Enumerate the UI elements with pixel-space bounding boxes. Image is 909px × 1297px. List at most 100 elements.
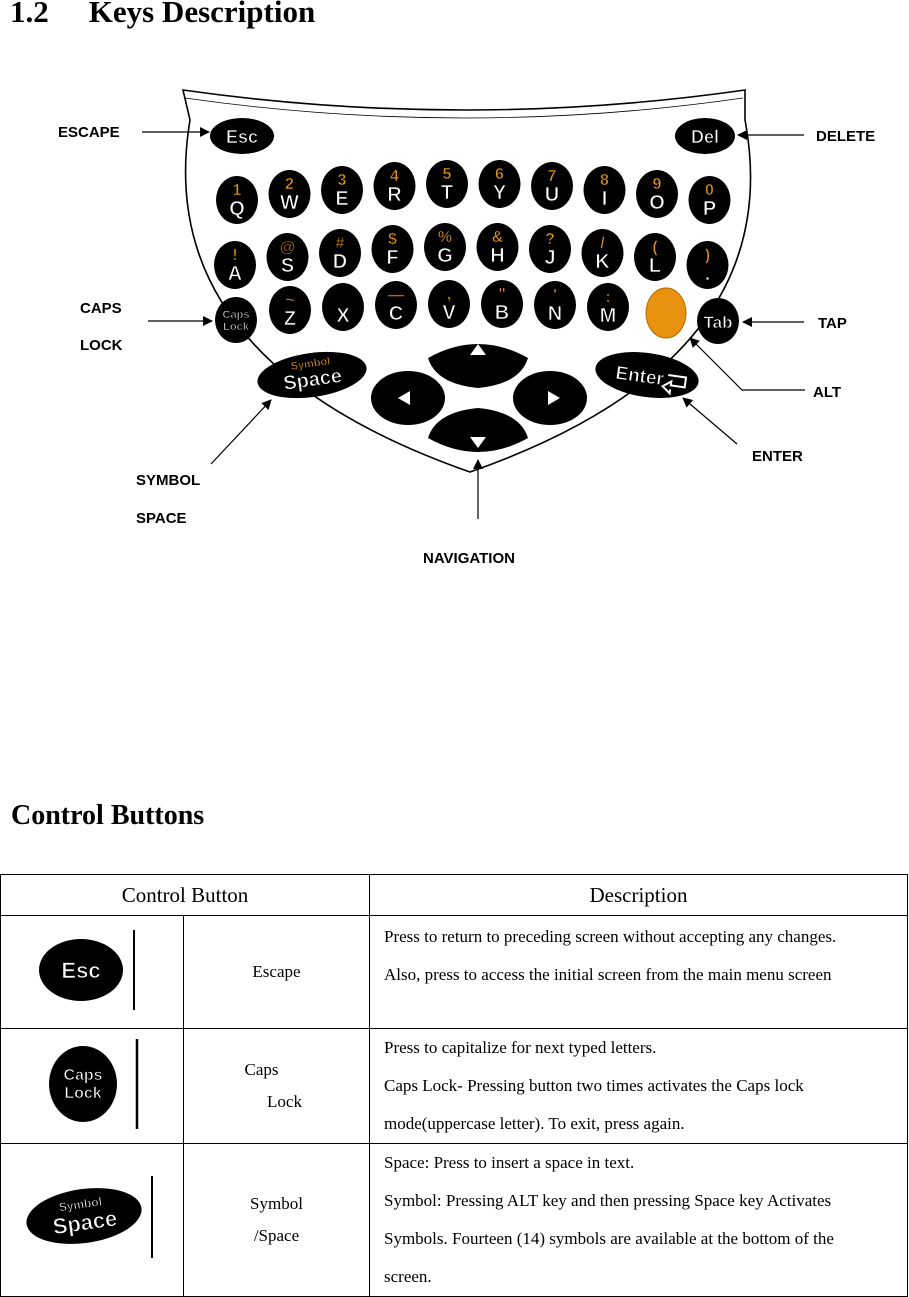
key-alt-label: ? <box>545 231 555 248</box>
callout-alt: ALT <box>813 384 841 401</box>
key-p: 0P <box>688 176 731 224</box>
key-q: 1Q <box>216 176 258 224</box>
table-row: Symbol Space Symbol /Space Space: Press … <box>0 1143 908 1297</box>
key-y: 6Y <box>478 160 521 208</box>
navigation-pad <box>371 344 587 452</box>
key-main-label: A <box>228 263 242 285</box>
key-main-label: G <box>437 245 453 267</box>
key-alt-label: 1 <box>233 182 242 199</box>
key-main-label: Y <box>493 182 507 204</box>
svg-text:Tab: Tab <box>704 313 733 332</box>
callout-escape: ESCAPE <box>58 124 120 141</box>
arrow-symbol-space <box>210 399 272 465</box>
arrow-enter <box>682 397 738 445</box>
enter-key: Enter <box>595 352 699 398</box>
control-desc-symbol-space: Space: Press to insert a space in text. … <box>369 1143 908 1297</box>
key-alt-label: 6 <box>495 166 504 183</box>
key-s: @S <box>266 233 309 281</box>
key-main-label: N <box>548 303 562 325</box>
table-header-row: Control Button Description <box>0 874 908 916</box>
key-main-label: C <box>389 303 403 325</box>
callout-caps: CAPS <box>80 300 122 317</box>
key-c: —C <box>375 281 417 329</box>
key-row-3: ~Z_X—C,V"B'N:M <box>269 280 629 334</box>
key-alt-label: ) <box>705 247 710 264</box>
key-alt-label: ( <box>652 239 658 256</box>
control-buttons-table: Control Button Description Esc Escape Pr… <box>0 874 908 1297</box>
key-alt-label: 0 <box>705 182 714 199</box>
key-alt-label: % <box>438 229 452 246</box>
control-name-caps-lock: Caps Lock <box>183 1028 370 1144</box>
key-e: 3E <box>321 166 363 214</box>
esc-key-image-cell: Esc <box>0 915 184 1029</box>
caps-lock-key: Caps Lock <box>215 297 257 343</box>
control-buttons-heading: Control Buttons <box>11 800 205 831</box>
col-header-description: Description <box>369 874 908 916</box>
key-alt-label: / <box>600 235 605 252</box>
key-main-label: X <box>336 305 350 327</box>
key-a: !A <box>214 241 256 289</box>
key-alt-label: 5 <box>443 166 452 183</box>
key-main-label: U <box>545 184 559 206</box>
key-main-label: W <box>280 192 299 214</box>
callout-space: SPACE <box>136 510 187 527</box>
key-alt-label: & <box>492 229 504 246</box>
key-alt-label: , <box>447 286 451 303</box>
key-k: /K <box>581 229 624 277</box>
key-alt-label: ! <box>232 247 237 264</box>
svg-text:Caps: Caps <box>63 1067 102 1084</box>
key-alt-label: " <box>498 286 506 303</box>
key-alt-label: 3 <box>338 172 347 189</box>
table-row: Esc Escape Press to return to preceding … <box>0 915 908 1029</box>
key-main-label: B <box>495 302 509 324</box>
key-period: ). <box>686 241 729 289</box>
key-alt-label: _ <box>338 289 349 306</box>
alt-key <box>645 287 687 339</box>
key-b: "B <box>481 280 523 328</box>
key-main-label: Z <box>284 308 296 330</box>
key-o: 9O <box>636 170 678 218</box>
key-row-2: !A@S#D$F%G&H?J/K(L). <box>214 223 729 289</box>
key-alt-label: 7 <box>548 168 557 185</box>
keypad-outline-top-inner <box>184 97 744 119</box>
control-desc-escape: Press to return to preceding screen with… <box>369 915 908 1029</box>
nav-left-arrow-icon <box>398 391 410 405</box>
key-l: (L <box>634 233 676 281</box>
enter-return-icon <box>660 373 688 396</box>
key-main-label: T <box>441 182 453 204</box>
key-main-label: E <box>335 188 348 210</box>
key-z: ~Z <box>269 286 311 334</box>
symbol-space-key-icon: Symbol Space <box>26 1175 153 1258</box>
caps-lock-key-image-cell: Caps Lock <box>0 1028 184 1144</box>
table-row: Caps Lock Caps Lock Press to capitalize … <box>0 1028 908 1144</box>
callout-symbol: SYMBOL <box>136 472 200 489</box>
key-main-label: F <box>386 247 398 269</box>
key-t: 5T <box>426 160 468 208</box>
callout-tap: TAP <box>818 315 847 332</box>
svg-text:Symbol: Symbol <box>290 355 331 372</box>
key-g: %G <box>424 223 466 271</box>
svg-text:Symbol: Symbol <box>58 1194 103 1214</box>
svg-text:Caps: Caps <box>223 309 250 321</box>
key-main-label: H <box>490 245 504 267</box>
key-main-label: V <box>442 302 456 324</box>
esc-key-icon: Esc <box>39 929 135 1010</box>
key-main-label: K <box>595 251 610 273</box>
nav-up-arrow-icon <box>470 344 486 355</box>
svg-text:Esc: Esc <box>226 127 258 147</box>
key-alt-label: 9 <box>653 176 662 193</box>
key-i: 8I <box>583 166 626 214</box>
key-main-label: D <box>333 251 347 273</box>
key-x: _X <box>322 283 364 331</box>
symbol-space-key: Symbol Space <box>257 351 367 399</box>
nav-up-key <box>428 344 528 388</box>
control-name-escape: Escape <box>183 915 370 1029</box>
svg-text:Esc: Esc <box>61 958 100 983</box>
key-alt-label: # <box>336 235 345 252</box>
key-j: ?J <box>529 225 571 273</box>
del-key: Del <box>675 118 735 154</box>
key-r: 4R <box>373 162 416 210</box>
